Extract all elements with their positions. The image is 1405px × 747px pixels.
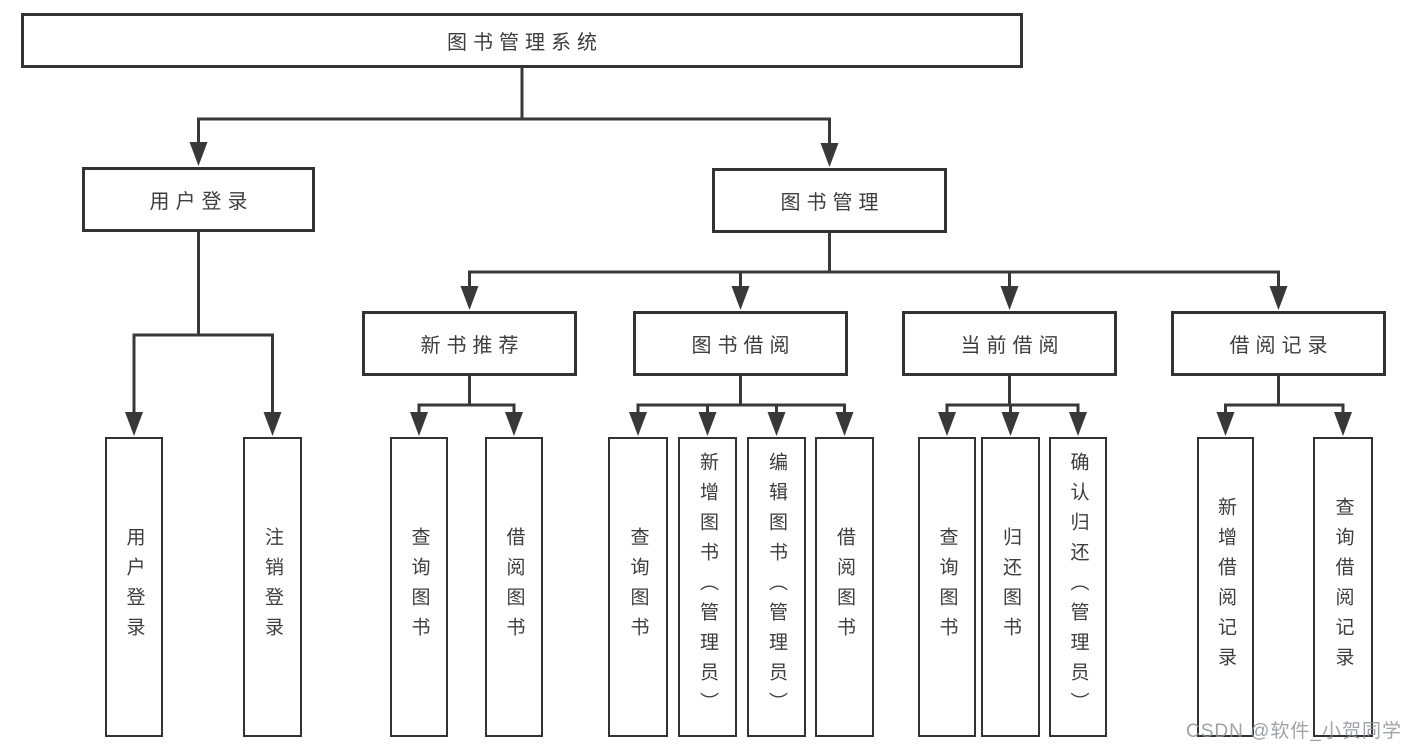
connector-book-borrow-branch <box>629 374 854 436</box>
node-borrow-records: 借阅记录 <box>1171 311 1386 376</box>
leaf-label: 注销登录 <box>262 527 283 647</box>
leaf-borrow-books: 借阅图书 <box>815 437 874 737</box>
node-root-library-system: 图书管理系统 <box>21 13 1023 68</box>
leaf-label: 归还图书 <box>1000 527 1021 647</box>
leaf-label: 新增图书（管理员） <box>697 452 718 722</box>
connector-current-borrow-branch <box>938 374 1087 436</box>
connector-book-management-branch <box>460 231 1288 310</box>
leaf-label: 借阅图书 <box>834 527 855 647</box>
connector-user-login-branch <box>125 230 282 436</box>
node-current-borrow: 当前借阅 <box>902 311 1117 376</box>
leaf-label: 编辑图书（管理员） <box>766 452 787 722</box>
leaf-query-books-borrow: 查询图书 <box>608 437 668 737</box>
connector-root-to-level2 <box>189 66 839 167</box>
leaf-query-borrow-record: 查询借阅记录 <box>1313 437 1373 737</box>
node-book-borrow: 图书借阅 <box>633 311 848 376</box>
leaf-label: 查询图书 <box>627 527 649 647</box>
node-book-management: 图书管理 <box>712 168 947 233</box>
leaf-label: 借阅图书 <box>503 527 525 647</box>
leaf-label: 确认归还（管理员） <box>1067 452 1089 722</box>
leaf-label: 查询图书 <box>936 527 958 647</box>
connector-new-book-branch <box>410 374 523 436</box>
leaf-query-books-current: 查询图书 <box>918 437 976 737</box>
leaf-logout: 注销登录 <box>243 437 302 737</box>
leaf-label: 用户登录 <box>123 527 145 647</box>
leaf-query-books-recommend: 查询图书 <box>390 437 448 737</box>
leaf-add-borrow-record: 新增借阅记录 <box>1197 437 1254 737</box>
leaf-add-books-admin: 新增图书（管理员） <box>678 437 737 737</box>
leaf-label: 查询借阅记录 <box>1332 497 1354 677</box>
node-new-book-recommend: 新书推荐 <box>362 311 577 376</box>
node-user-login: 用户登录 <box>82 167 315 232</box>
leaf-user-login: 用户登录 <box>105 437 163 737</box>
leaf-edit-books-admin: 编辑图书（管理员） <box>747 437 806 737</box>
leaf-label: 新增借阅记录 <box>1215 497 1236 677</box>
leaf-label: 查询图书 <box>408 527 430 647</box>
leaf-confirm-return-admin: 确认归还（管理员） <box>1049 437 1107 737</box>
leaf-borrow-books-recommend: 借阅图书 <box>485 437 543 737</box>
connector-borrow-record-branch <box>1216 374 1352 436</box>
leaf-return-books: 归还图书 <box>981 437 1040 737</box>
watermark: CSDN @软件_小贺同学 <box>1186 721 1402 742</box>
